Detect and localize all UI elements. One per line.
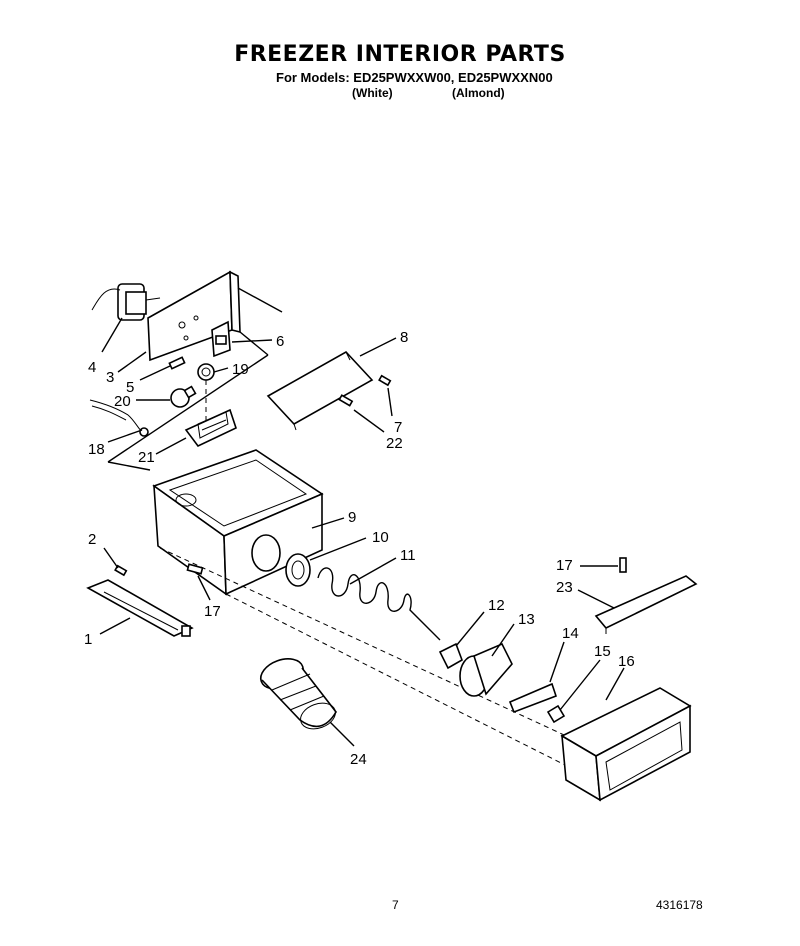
part-auger-spring (317, 567, 441, 641)
part-screw-5 (168, 356, 186, 370)
document-number: 4316178 (656, 898, 703, 912)
callout-1: 1 (84, 631, 92, 648)
callout-5: 5 (126, 379, 134, 396)
part-front-cover (560, 687, 692, 802)
callout-2: 2 (88, 531, 96, 548)
callout-4: 4 (88, 359, 96, 376)
callout-8: 8 (400, 329, 408, 346)
part-baffle (594, 575, 698, 634)
callout-21: 21 (138, 449, 155, 466)
callout-17-right: 17 (556, 557, 573, 574)
page-number: 7 (392, 898, 399, 912)
part-duct (259, 658, 337, 730)
callout-16: 16 (618, 653, 635, 670)
callout-7: 7 (394, 419, 402, 436)
variant-white-label: (White) (352, 86, 393, 100)
variant-almond-label: (Almond) (452, 86, 505, 100)
part-screw-17-left (186, 563, 204, 575)
callout-24: 24 (350, 751, 367, 768)
models-subtitle: For Models: ED25PWXXW00, ED25PWXXN00 (276, 70, 553, 85)
part-rail (86, 579, 194, 637)
part-cover (184, 408, 237, 448)
callout-20: 20 (114, 393, 131, 410)
callout-14: 14 (562, 625, 579, 642)
part-blade (508, 682, 558, 714)
callout-18: 18 (88, 441, 105, 458)
callout-9: 9 (348, 509, 356, 526)
part-bracket (211, 320, 231, 358)
callout-3: 3 (106, 369, 114, 386)
part-bulb (170, 385, 197, 408)
callout-12: 12 (488, 597, 505, 614)
part-shelf-panel (266, 350, 374, 431)
callout-labels: 1 2 3 4 5 6 7 8 9 10 11 12 13 14 15 16 1… (84, 329, 635, 768)
callout-19: 19 (232, 361, 249, 378)
callout-13: 13 (518, 611, 535, 628)
leader-lines (99, 317, 625, 747)
callout-23: 23 (556, 579, 573, 596)
callout-6: 6 (276, 333, 284, 350)
part-motor (91, 283, 161, 321)
callout-22: 22 (386, 435, 403, 452)
part-mounting-plate (147, 270, 241, 362)
callout-17-left: 17 (204, 603, 221, 620)
callout-10: 10 (372, 529, 389, 546)
part-screw-17-right (619, 557, 627, 573)
part-bearing (285, 553, 311, 587)
callout-11: 11 (400, 547, 416, 564)
callout-15: 15 (594, 643, 611, 660)
page-title: FREEZER INTERIOR PARTS (234, 42, 566, 67)
part-screws-7-22 (338, 374, 392, 407)
part-ice-bin-housing (152, 449, 576, 771)
part-screw-2 (114, 564, 128, 577)
part-crusher (459, 642, 513, 697)
part-bracket-12 (438, 642, 463, 670)
part-support-plane (107, 287, 283, 471)
